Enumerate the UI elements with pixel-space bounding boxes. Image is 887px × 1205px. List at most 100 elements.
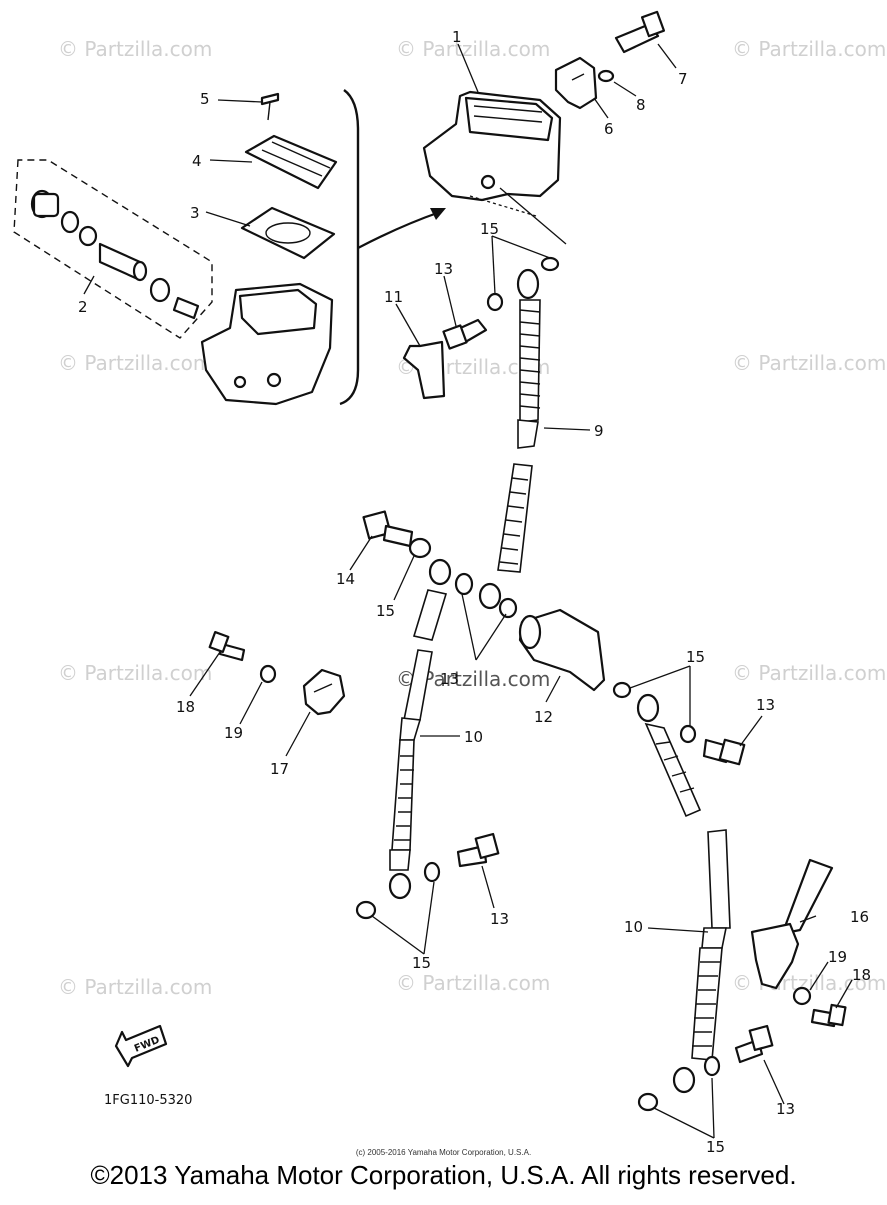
union-bolt-head — [748, 1024, 774, 1052]
leader-line — [653, 1107, 715, 1139]
watermark-text: © Partzilla.com — [396, 971, 550, 995]
brake-hose — [707, 829, 731, 929]
hose-spring — [412, 589, 448, 641]
reservoir-port — [266, 372, 282, 388]
hose-guide — [750, 922, 800, 990]
leader-line — [491, 235, 551, 259]
piston-screw — [172, 296, 200, 320]
callout-number: 7 — [678, 70, 688, 88]
hose-guide — [302, 668, 346, 716]
callout-number: 15 — [480, 220, 499, 238]
hose-end — [517, 419, 539, 449]
washer — [597, 69, 615, 83]
callout-number: 15 — [376, 602, 395, 620]
callout-number: 19 — [828, 948, 847, 966]
copper-washer — [637, 1092, 659, 1112]
copper-washer — [540, 256, 560, 272]
leader-line — [371, 915, 425, 955]
banjo-fitting — [478, 582, 502, 610]
leader-line — [285, 711, 311, 757]
part-code: 1FG110-5320 — [104, 1093, 192, 1108]
leader-line — [481, 865, 495, 909]
callout-number: 10 — [464, 728, 483, 746]
cap-ridge — [271, 141, 331, 169]
leader-line — [461, 593, 477, 661]
banjo-fitting — [388, 872, 412, 900]
callout-number: 17 — [270, 760, 289, 778]
watermark-text: © Partzilla.com — [732, 37, 886, 61]
leader-line — [543, 427, 591, 431]
left-hose-assembly — [355, 510, 500, 920]
leader-line — [83, 275, 95, 295]
copper-washer — [423, 861, 441, 883]
banjo-fitting — [516, 268, 540, 300]
callout-number: 15 — [706, 1138, 725, 1156]
callout-number: 10 — [624, 918, 643, 936]
watermark-text: © Partzilla.com — [58, 37, 212, 61]
piston-ring — [78, 225, 98, 247]
leader-line — [423, 881, 435, 955]
hose-sleeve — [701, 927, 727, 949]
copper-washer — [486, 292, 504, 312]
leader-line — [217, 99, 263, 103]
cap-screw-shaft — [267, 101, 271, 121]
callout-number: 16 — [850, 908, 869, 926]
leader-line — [809, 961, 829, 991]
callout-number: 9 — [594, 422, 604, 440]
copyright-notice: ©2013 Yamaha Motor Corporation, U.S.A. A… — [90, 1160, 797, 1190]
watermark-text: © Partzilla.com — [732, 661, 886, 685]
leader-line — [491, 235, 496, 295]
hose-guides — [208, 630, 847, 1028]
leader-line — [205, 211, 251, 227]
callout-number: 13 — [490, 910, 509, 928]
watermark-text: © Partzilla.com — [396, 37, 550, 61]
fwd-arrow: FWD — [114, 1024, 168, 1068]
diaphragm-center — [265, 222, 311, 244]
callout-number: 6 — [604, 120, 614, 138]
leader-line — [395, 303, 421, 347]
leader-line — [647, 927, 709, 933]
watermark-text: © Partzilla.com — [58, 661, 212, 685]
center-hose — [478, 463, 533, 619]
piston-washer — [149, 277, 171, 303]
copper-washer — [679, 724, 697, 744]
nut — [792, 986, 812, 1006]
hose-ribs — [394, 755, 414, 841]
diaphragm — [240, 206, 336, 260]
callout-number: 2 — [78, 298, 88, 316]
hose-ribs — [655, 741, 695, 793]
piston-end — [132, 260, 148, 282]
leader-line — [711, 1077, 715, 1139]
leader-line — [799, 915, 817, 923]
callout-number: 19 — [224, 724, 243, 742]
guide-line — [499, 187, 567, 245]
callout-number: 15 — [686, 648, 705, 666]
callout-number: 13 — [756, 696, 775, 714]
forward-arrow-icon — [114, 1024, 168, 1068]
callout-number: 8 — [636, 96, 646, 114]
leader-line — [349, 535, 373, 571]
leader-line — [835, 979, 853, 1009]
union-bolt-head — [718, 738, 746, 766]
callout-number: 3 — [190, 204, 200, 222]
master-cylinder-assembled — [422, 10, 666, 245]
cap-line — [473, 115, 543, 123]
callout-number: 18 — [852, 966, 871, 984]
assembly-bracket — [339, 89, 360, 406]
copper-washer — [408, 537, 432, 559]
callout-number: 18 — [176, 698, 195, 716]
copper-washer — [355, 900, 377, 920]
callout-number: 12 — [534, 708, 553, 726]
leader-line — [393, 555, 415, 601]
small-copyright: (c) 2005-2016 Yamaha Motor Corporation, … — [355, 1148, 532, 1157]
reservoir-opening — [238, 288, 318, 336]
watermark-text: © Partzilla.com — [732, 351, 886, 375]
leader-line — [657, 43, 677, 69]
union-bolt-head — [442, 324, 468, 350]
callout-number: 1 — [452, 28, 462, 46]
right-hose-assembly — [612, 681, 774, 1112]
hose-clamp-arm — [784, 858, 834, 934]
leader-line — [457, 43, 479, 93]
brake-hose — [644, 722, 702, 818]
